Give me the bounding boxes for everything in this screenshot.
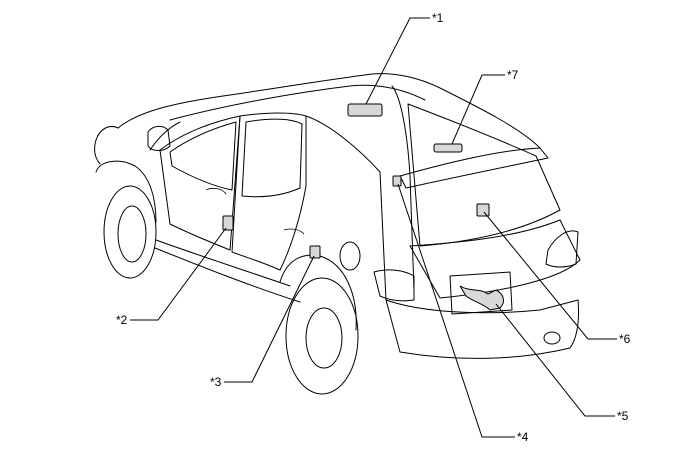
lower-body-line xyxy=(154,247,301,303)
leader-line-2 xyxy=(130,227,227,321)
front-pillar xyxy=(149,121,181,151)
roof-inner-line xyxy=(169,84,426,121)
leader-lines xyxy=(130,17,617,438)
rear-wheel xyxy=(285,277,359,395)
part-1-roof-module xyxy=(347,103,383,117)
leader-line-3 xyxy=(224,255,315,383)
right-tail-lamp xyxy=(545,230,579,268)
rear-quarter xyxy=(305,115,387,301)
leader-line-6 xyxy=(483,211,617,340)
callout-2: *2 xyxy=(116,313,128,327)
front-door-handle xyxy=(205,187,227,195)
callout-5: *5 xyxy=(617,409,629,423)
part-4-pillar-sensor xyxy=(392,175,402,187)
leader-line-5 xyxy=(495,303,615,417)
part-6-hatch-sensor xyxy=(476,203,490,217)
components xyxy=(222,103,504,311)
rear-door-handle xyxy=(283,228,305,235)
rear-bumper xyxy=(385,299,579,359)
callout-7: *7 xyxy=(507,68,519,82)
callout-1: *1 xyxy=(432,11,444,25)
hood-outline xyxy=(94,126,119,165)
callout-labels: *1 *2 *3 *4 *5 *6 *7 xyxy=(116,11,631,444)
rear-wheel-hub xyxy=(305,307,343,369)
roof-outline xyxy=(117,73,541,149)
side-sill xyxy=(155,239,291,287)
rear-window xyxy=(407,103,561,247)
leader-line-7 xyxy=(451,74,505,145)
leader-line-1 xyxy=(365,17,430,105)
part-7-rear-roof-module xyxy=(433,143,463,153)
rear-door-window xyxy=(241,118,303,198)
fuel-door xyxy=(339,241,361,271)
leader-line-4 xyxy=(397,183,515,438)
rear-wheel-arch xyxy=(279,254,357,331)
vehicle-drawing xyxy=(94,73,581,395)
front-wheel xyxy=(103,185,157,279)
part-3-rear-door-sensor xyxy=(309,245,321,259)
tailgate xyxy=(409,219,581,299)
rear-door xyxy=(231,112,307,271)
exhaust-tip xyxy=(543,331,561,345)
license-plate-area xyxy=(449,271,513,315)
part-5-harness-assembly xyxy=(459,285,504,311)
rear-spoiler xyxy=(399,147,549,189)
d-pillar xyxy=(391,85,415,291)
front-wheel-arch xyxy=(95,160,157,223)
front-door-window xyxy=(169,121,237,191)
front-wheel-hub xyxy=(117,205,147,263)
front-door xyxy=(159,115,241,251)
callout-6: *6 xyxy=(619,332,631,346)
callout-3: *3 xyxy=(210,375,222,389)
left-tail-lamp xyxy=(373,269,415,302)
callout-4: *4 xyxy=(517,430,529,444)
side-mirror xyxy=(147,125,171,151)
part-2-front-door-sensor xyxy=(222,215,234,231)
